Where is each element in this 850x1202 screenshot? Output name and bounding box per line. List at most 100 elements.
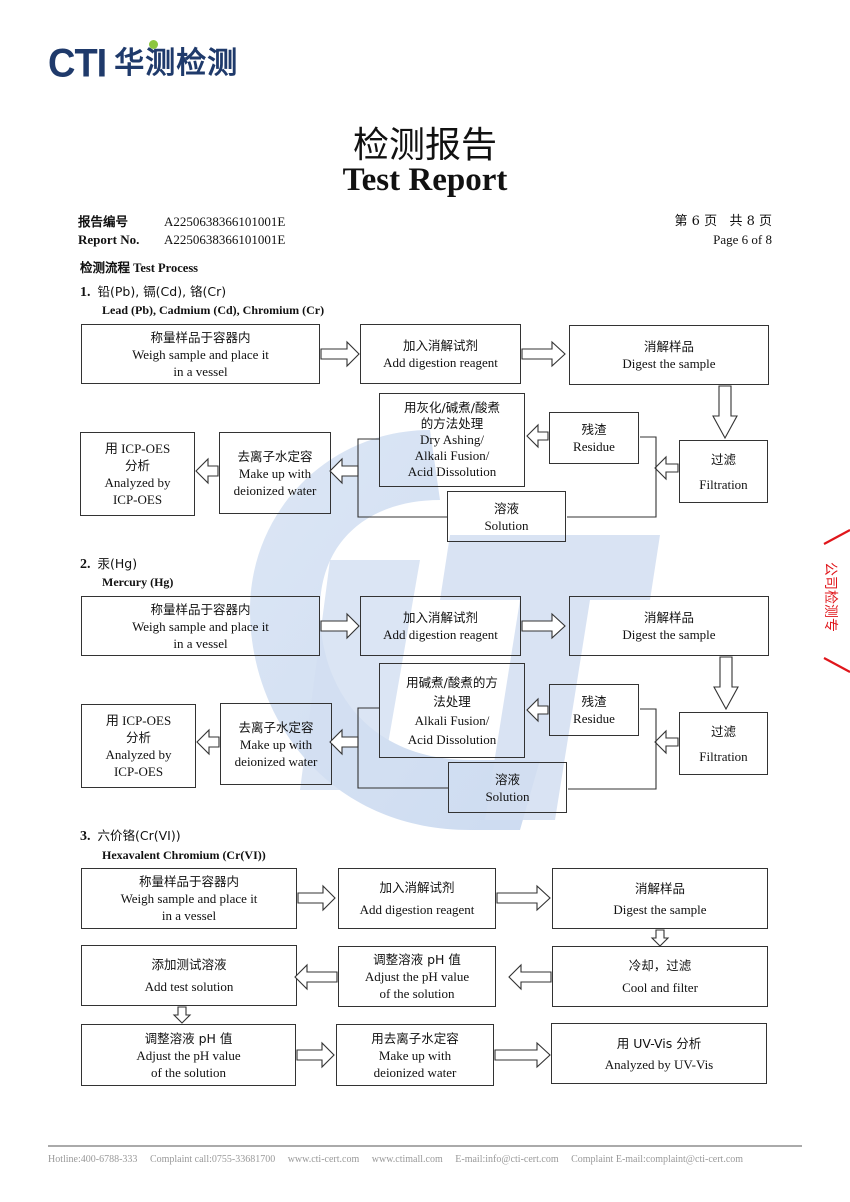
step-text-en: Cool and filter: [622, 980, 698, 995]
step-text-en: Analyzed by: [105, 747, 172, 762]
step-text-cn: 过滤: [710, 723, 736, 739]
report-no-value-en: A2250638366101001E: [164, 232, 286, 247]
step-text-en: Make up with: [239, 736, 313, 752]
arrow-left-icon: [654, 455, 679, 481]
step-text-cn: 用碱煮/酸煮的方: [406, 674, 498, 690]
step-text-en: Solution: [485, 788, 530, 804]
step-text-en: deionized water: [233, 482, 317, 498]
arrow-left-icon: [526, 697, 549, 723]
step-add-test-solution: 添加测试溶液 Add test solution: [81, 945, 297, 1006]
arrow-right-icon: [494, 1041, 551, 1069]
step-text-cn: 去离子水定容: [238, 719, 314, 735]
step-text-cn: 用去离子水定容: [371, 1030, 459, 1046]
step-weigh: 称量样品于容器内 Weigh sample and place it in a …: [81, 324, 320, 384]
arrow-right-icon: [296, 1041, 335, 1069]
company-logo: CTI 华测检测: [48, 36, 238, 86]
footer-mall-link[interactable]: www.ctimall.com: [371, 1154, 443, 1165]
step-text-cn: 残渣: [581, 694, 607, 709]
step-text-en: Analyzed by: [104, 475, 171, 490]
step-text-cn: 称量样品于容器内: [138, 874, 239, 889]
step-text-en: Solution: [484, 517, 529, 533]
arrow-left-icon: [329, 457, 359, 485]
report-no-value-cn: A2250638366101001E: [164, 214, 286, 229]
step-text-en: Add digestion reagent: [359, 902, 475, 917]
step-text-cn: 称量样品于容器内: [150, 601, 251, 617]
report-no-label-cn: 报告编号: [78, 214, 129, 229]
step-text-cn: 法处理: [433, 693, 471, 709]
arrow-left-icon: [195, 457, 219, 485]
arrow-down-icon: [713, 656, 739, 711]
section-3-title-cn-text: 六价铬(Cr(VI)): [97, 828, 181, 843]
step-text-cn: 用 ICP-OES: [105, 713, 172, 728]
page-indicator: 第 6 页 共 8 页 Page 6 of 8: [675, 213, 772, 249]
arrow-down-icon: [172, 1006, 192, 1024]
section-3-title-en: Hexavalent Chromium (Cr(VI)): [102, 848, 266, 862]
step-text-cn: 添加测试溶液: [151, 957, 227, 972]
step-text-en: Alkali Fusion/: [414, 712, 490, 728]
step-text-en: Residue: [573, 711, 615, 726]
arrow-right-icon: [320, 612, 360, 640]
process-heading: 检测流程 Test Process: [80, 261, 199, 275]
footer-hotline: Hotline:400-6788-333: [48, 1154, 138, 1165]
footer-email-link[interactable]: E-mail:info@cti-cert.com: [455, 1154, 559, 1165]
step-digest: 消解样品 Digest the sample: [552, 868, 768, 929]
official-stamp-fragment: 公司检测专: [822, 529, 850, 673]
step-text-cn: 消解样品: [634, 880, 685, 896]
section-2-title-en: Mercury (Hg): [102, 575, 174, 589]
step-residue: 残渣 Residue: [549, 684, 639, 736]
arrow-left-icon: [196, 728, 220, 756]
step-text-en: of the solution: [150, 1064, 227, 1080]
step-text-cn: 调整溶液 pH 值: [373, 952, 461, 967]
step-text-cn: 消解样品: [643, 610, 694, 625]
step-text-en: Digest the sample: [622, 627, 716, 642]
logo-name-cn: 华测检测: [114, 46, 239, 81]
step-weigh: 称量样品于容器内 Weigh sample and place it in a …: [81, 596, 320, 656]
step-digest: 消解样品 Digest the sample: [569, 596, 769, 656]
arrow-left-icon: [329, 728, 359, 756]
step-add-reagent: 加入消解试剂 Add digestion reagent: [360, 324, 521, 384]
report-number-block: 报告编号 A2250638366101001E Report No. A225063…: [78, 213, 285, 249]
step-text-cn: 残渣: [581, 422, 607, 437]
step-text-cn: 过滤: [710, 451, 736, 467]
step-text-en: in a vessel: [161, 908, 217, 923]
arrow-down-icon: [650, 929, 670, 947]
step-text-cn: 用灰化/碱煮/酸煮: [404, 400, 500, 415]
step-text-en: Make up with: [238, 465, 312, 481]
step-text-en: Alkali Fusion/: [414, 448, 490, 463]
step-text-en: Filtration: [699, 476, 748, 492]
logo-brand: CTI: [48, 41, 107, 87]
step-cool-filter: 冷却，过滤 Cool and filter: [552, 946, 768, 1007]
step-add-reagent: 加入消解试剂 Add digestion reagent: [338, 868, 496, 929]
step-text-en: of the solution: [379, 986, 455, 1001]
report-no-label-en: Report No.: [78, 232, 140, 247]
section-1-title-cn: 1. 铅(Pb), 镉(Cd), 铬(Cr): [80, 281, 226, 301]
step-text-cn: 去离子水定容: [237, 448, 313, 464]
footer-complaint-call: Complaint call:0755-33681700: [149, 1154, 276, 1165]
arrow-right-icon: [521, 612, 566, 640]
step-makeup: 用去离子水定容 Make up with deionized water: [336, 1024, 494, 1086]
footer-website-link[interactable]: www.cti-cert.com: [287, 1154, 360, 1165]
step-text-en: Weigh sample and place it: [132, 618, 269, 634]
step-text-en: Adjust the pH value: [136, 1047, 241, 1063]
step-residue: 残渣 Residue: [549, 412, 639, 464]
step-text-en: Make up with: [378, 1047, 452, 1063]
step-digest: 消解样品 Digest the sample: [569, 325, 769, 385]
arrow-right-icon: [521, 340, 566, 368]
step-adjust-ph: 调整溶液 pH 值 Adjust the pH value of the sol…: [338, 946, 496, 1007]
step-analyze: 用 ICP-OES 分析 Analyzed by ICP-OES: [80, 432, 195, 516]
section-3-title-cn: 3. 六价铬(Cr(VI)): [80, 825, 181, 845]
step-text-en: Dry Ashing/: [420, 432, 484, 447]
step-text-en: Acid Dissolution: [407, 464, 497, 479]
page-number-cn: 第 6 页 共 8 页: [674, 214, 772, 229]
section-2-title-cn: 2. 汞(Hg): [80, 553, 137, 573]
arrow-right-icon: [496, 884, 551, 912]
step-text-cn: 用 ICP-OES: [104, 441, 171, 456]
step-analyze-uvvis: 用 UV-Vis 分析 Analyzed by UV-Vis: [551, 1023, 767, 1084]
step-text-cn: 消解样品: [643, 339, 694, 354]
step-weigh: 称量样品于容器内 Weigh sample and place it in a …: [81, 868, 297, 929]
section-2-number: 2.: [80, 557, 91, 572]
step-makeup: 去离子水定容 Make up with deionized water: [219, 432, 331, 514]
footer-complaint-email-link[interactable]: Complaint E-mail:complaint@cti-cert.com: [571, 1154, 744, 1165]
step-treatment: 用灰化/碱煮/酸煮 的方法处理 Dry Ashing/ Alkali Fusio…: [379, 393, 525, 487]
arrow-right-icon: [297, 884, 336, 912]
